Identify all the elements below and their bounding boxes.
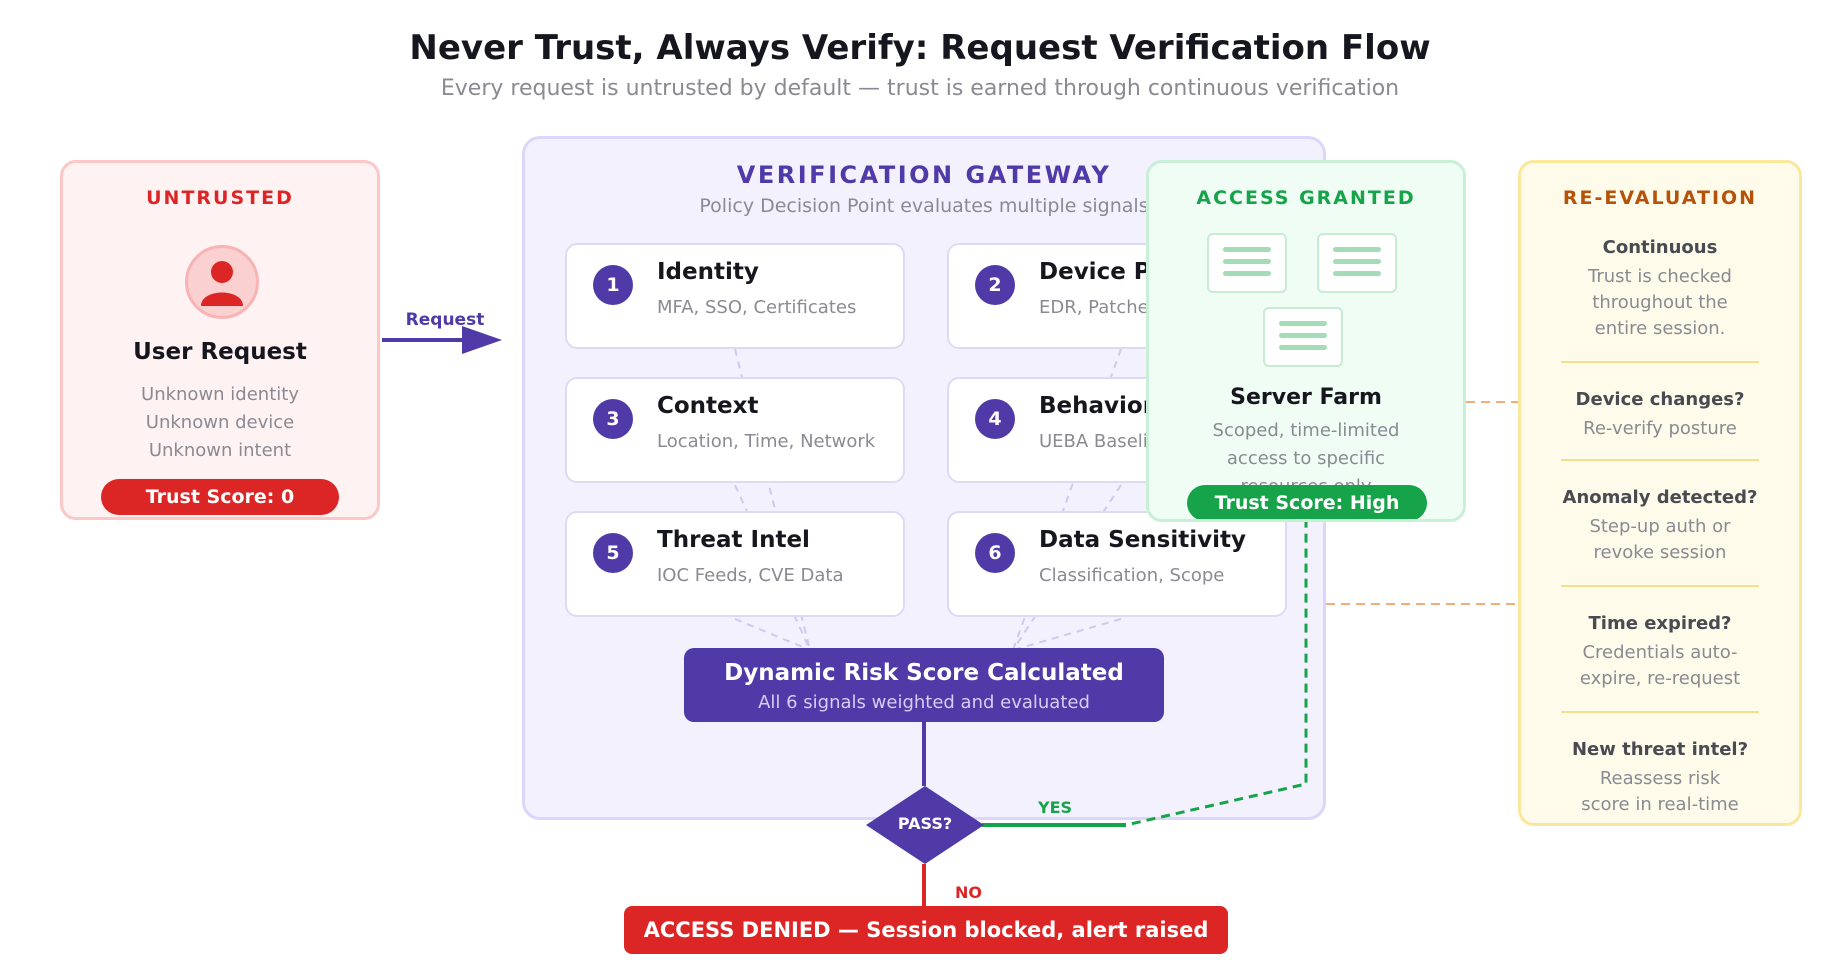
- signal-desc: Location, Time, Network: [657, 431, 876, 452]
- signal-name: Behavior: [1039, 393, 1155, 419]
- reeval-item-desc: Credentials auto-: [1582, 642, 1738, 663]
- trust-score-badge: Trust Score: 0: [101, 479, 339, 515]
- risk-score-title: Dynamic Risk Score Calculated: [724, 660, 1124, 686]
- granted-title: Server Farm: [1230, 385, 1382, 410]
- server-icon: [1317, 233, 1397, 293]
- signal-name: Identity: [657, 259, 759, 285]
- trust-score-badge: Trust Score: High: [1187, 485, 1427, 519]
- signal-name: Context: [657, 393, 759, 419]
- reeval-item-desc: Re-verify posture: [1583, 418, 1737, 439]
- reeval-item-title: Anomaly detected?: [1562, 487, 1758, 508]
- signal-card-context: 3 Context Location, Time, Network: [565, 377, 905, 483]
- signal-name: Data Sensitivity: [1039, 527, 1246, 553]
- reeval-item-desc: Trust is checked: [1588, 266, 1732, 287]
- access-granted-card: ACCESS GRANTED Server Farm Scoped, time-…: [1146, 160, 1466, 522]
- signal-card-threat-intel: 5 Threat Intel IOC Feeds, CVE Data: [565, 511, 905, 617]
- granted-desc-line: Scoped, time-limited: [1212, 420, 1400, 441]
- signal-name: Threat Intel: [657, 527, 810, 553]
- yes-label: YES: [1038, 798, 1073, 817]
- no-label: NO: [955, 883, 982, 902]
- signal-number: 1: [593, 265, 633, 305]
- risk-score-subtitle: All 6 signals weighted and evaluated: [758, 692, 1090, 713]
- gateway-subheading: Policy Decision Point evaluates multiple…: [699, 195, 1149, 217]
- reeval-item-title: Time expired?: [1588, 613, 1732, 634]
- signal-desc: MFA, SSO, Certificates: [657, 297, 857, 318]
- reeval-item-title: Continuous: [1602, 237, 1718, 258]
- diagram-title: Never Trust, Always Verify: Request Veri…: [409, 28, 1431, 68]
- divider: [1561, 585, 1759, 587]
- request-label: Request: [405, 310, 485, 330]
- reeval-item-desc: entire session.: [1594, 318, 1726, 339]
- untrusted-line: Unknown intent: [148, 440, 292, 461]
- diagram-subtitle: Every request is untrusted by default — …: [440, 76, 1400, 101]
- re-evaluation-card: RE-EVALUATION Continuous Trust is checke…: [1518, 160, 1802, 826]
- risk-score-box: Dynamic Risk Score Calculated All 6 sign…: [684, 648, 1164, 722]
- signal-number: 5: [593, 533, 633, 573]
- granted-desc-line: access to specific: [1226, 448, 1386, 469]
- signal-desc: UEBA Baselines: [1039, 431, 1180, 452]
- reeval-item-desc: expire, re-request: [1579, 668, 1741, 689]
- signal-desc: IOC Feeds, CVE Data: [657, 565, 844, 586]
- request-arrow: [382, 326, 502, 354]
- untrusted-title: User Request: [133, 339, 307, 365]
- server-icon: [1263, 307, 1343, 367]
- reeval-item-title: Device changes?: [1575, 389, 1745, 410]
- granted-heading: ACCESS GRANTED: [1196, 187, 1416, 209]
- reeval-item-desc: Step-up auth or: [1589, 516, 1731, 537]
- reeval-item-desc: Reassess risk: [1599, 768, 1721, 789]
- reeval-item-desc: revoke session: [1593, 542, 1727, 563]
- gateway-heading: VERIFICATION GATEWAY: [736, 161, 1112, 189]
- reeval-item-title: New threat intel?: [1571, 739, 1749, 760]
- untrusted-line: Unknown device: [145, 412, 295, 433]
- user-icon: [185, 245, 259, 319]
- access-denied-banner: ACCESS DENIED — Session blocked, alert r…: [624, 906, 1228, 954]
- server-icon: [1207, 233, 1287, 293]
- divider: [1561, 361, 1759, 363]
- signal-number: 6: [975, 533, 1015, 573]
- pass-label: PASS?: [897, 814, 953, 833]
- signal-number: 3: [593, 399, 633, 439]
- signal-card-data-sensitivity: 6 Data Sensitivity Classification, Scope: [947, 511, 1287, 617]
- divider: [1561, 711, 1759, 713]
- reeval-heading: RE-EVALUATION: [1562, 187, 1758, 209]
- pass-decision-diamond: PASS?: [866, 786, 984, 864]
- signal-number: 2: [975, 265, 1015, 305]
- divider: [1561, 459, 1759, 461]
- signal-card-identity: 1 Identity MFA, SSO, Certificates: [565, 243, 905, 349]
- reeval-item-desc: throughout the: [1592, 292, 1728, 313]
- signal-desc: Classification, Scope: [1039, 565, 1225, 586]
- reeval-item-desc: score in real-time: [1581, 794, 1739, 815]
- untrusted-heading: UNTRUSTED: [146, 187, 294, 209]
- untrusted-card: UNTRUSTED User Request Unknown identity …: [60, 160, 380, 520]
- untrusted-line: Unknown identity: [141, 384, 299, 405]
- signal-number: 4: [975, 399, 1015, 439]
